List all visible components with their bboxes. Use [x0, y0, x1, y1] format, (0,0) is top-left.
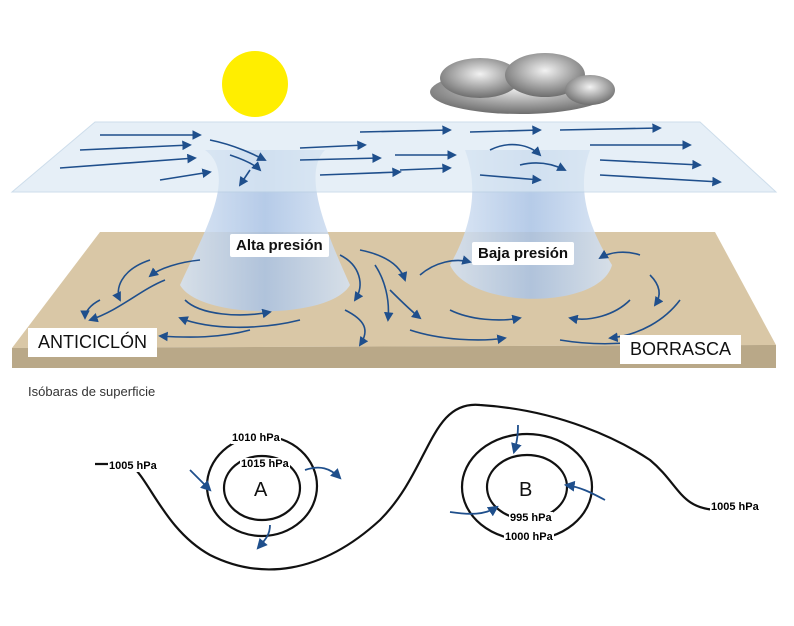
upper-wind-arrows: [59, 123, 722, 187]
low-center-label: B: [519, 479, 533, 501]
isobar-label-1005-right: 1005 hPa: [710, 501, 760, 513]
map-wind-arrows: [189, 424, 606, 550]
anticyclone-label: ANTICICLÓN: [28, 328, 158, 357]
depression-label: BORRASCA: [620, 335, 742, 364]
isobar-label-1010: 1010 hPa: [231, 432, 281, 444]
high-center-label: A: [254, 479, 268, 501]
low-pressure-label: Baja presión: [472, 242, 575, 265]
isobar-map: [95, 403, 721, 571]
isobar-label-1015: 1015 hPa: [240, 458, 290, 470]
isobar-label-1005-left: 1005 hPa: [108, 460, 158, 472]
upper-air-plane: [10, 121, 778, 193]
surface-wind-arrows: [80, 249, 681, 347]
high-pressure-label: Alta presión: [230, 234, 329, 257]
isobar-label-1000: 1000 hPa: [504, 531, 554, 543]
surface-isobars-caption: Isóbaras de superficie: [28, 384, 156, 399]
isobar-label-995: 995 hPa: [509, 512, 553, 524]
isobar-1015: [222, 454, 302, 522]
isobar-1005: [95, 403, 721, 571]
sun-icon: [222, 51, 288, 117]
cloud-icon: [430, 53, 615, 114]
